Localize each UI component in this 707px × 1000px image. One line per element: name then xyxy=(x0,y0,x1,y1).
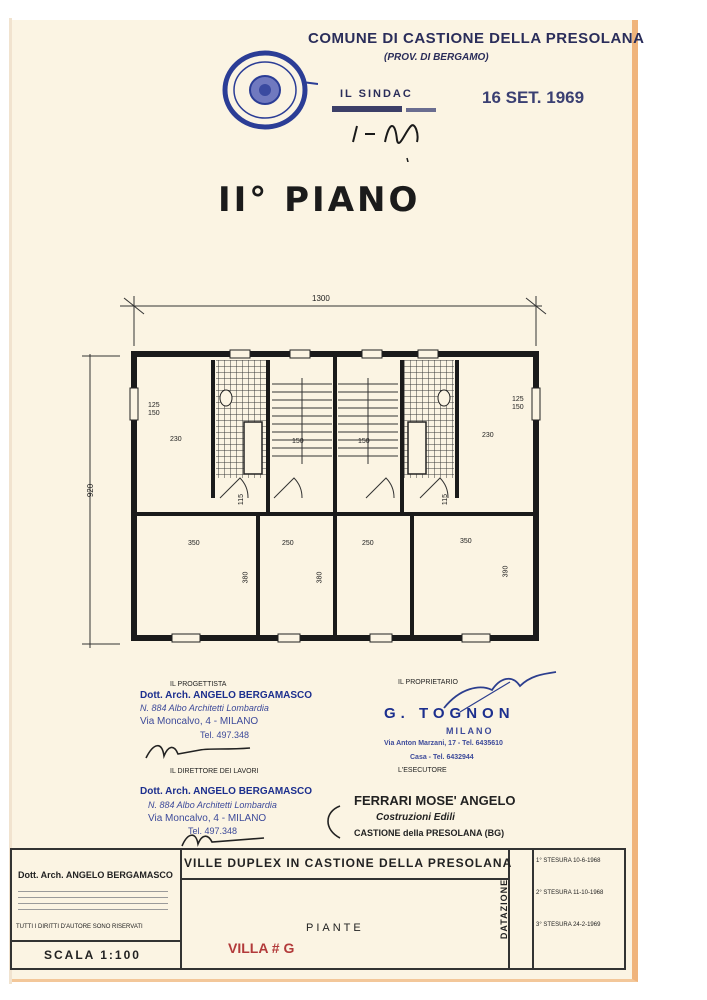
dim-stair-left: 150 xyxy=(292,438,304,445)
designer-reg: N. 884 Albo Architetti Lombardia xyxy=(140,703,269,713)
director-signature xyxy=(181,834,265,847)
executor-bracket xyxy=(327,805,341,839)
dim-upper-right: 230 xyxy=(482,432,494,439)
dim-lower-v1: 380 xyxy=(242,571,250,584)
municipal-seal xyxy=(222,50,318,130)
dim-window-left: 125 xyxy=(148,402,160,409)
right-wc xyxy=(437,389,451,407)
dim-lower-v2: 380 xyxy=(316,571,324,584)
scale-label: SCALA 1:100 xyxy=(44,948,141,962)
floor-plan xyxy=(82,296,547,648)
director-tel: Tel. 497.348 xyxy=(188,826,238,836)
faded-stamp-lines xyxy=(18,886,168,912)
dim-lower-3: 250 xyxy=(362,540,374,547)
dim-window-right: 125 xyxy=(512,396,524,403)
dim-upper-left: 230 xyxy=(170,436,182,443)
designer-address: Via Moncalvo, 4 - MILANO xyxy=(140,716,259,727)
dim-window-left-2: 150 xyxy=(148,410,160,417)
designer-role: IL PROGETTISTA xyxy=(170,681,227,688)
revision-3: 3° STESURA 24-2-1969 xyxy=(536,922,601,928)
mayor-label: IL SINDAC xyxy=(340,88,413,100)
executor-business: Costruzioni Edili xyxy=(376,812,455,823)
owner-role: IL PROPRIETARIO xyxy=(398,679,458,686)
dim-overall-depth: 920 xyxy=(86,483,96,498)
owner-signature xyxy=(443,671,557,713)
dim-stair-right: 150 xyxy=(358,438,370,445)
project-title: VILLE DUPLEX IN CASTIONE DELLA PRESOLANA xyxy=(184,856,513,870)
dim-door-right: 115 xyxy=(442,493,450,506)
dim-window-right-2: 150 xyxy=(512,404,524,411)
owner-home: Casa - Tel. 6432944 xyxy=(410,754,474,761)
revision-1: 1° STESURA 10-6-1968 xyxy=(536,858,601,864)
office-stamp-left: Dott. Arch. ANGELO BERGAMASCO xyxy=(18,870,173,880)
executor-name: FERRARI MOSE' ANGELO xyxy=(354,793,516,808)
province-stamp: (PROV. DI BERGAMO) xyxy=(384,52,489,63)
sheet-shadow xyxy=(9,18,12,984)
director-reg: N. 884 Albo Architetti Lombardia xyxy=(148,800,277,810)
rights-note: TUTTI I DIRITTI D'AUTORE SONO RISERVATI xyxy=(16,924,143,930)
director-name: Dott. Arch. ANGELO BERGAMASCO xyxy=(140,786,313,797)
dim-lower-2: 250 xyxy=(282,540,294,547)
dim-lower-v3: 390 xyxy=(502,565,510,578)
title-block xyxy=(10,848,626,970)
sheet-title: II° PIANO xyxy=(218,180,421,220)
executor-role: L'ESECUTORE xyxy=(398,767,447,774)
director-address: Via Moncalvo, 4 - MILANO xyxy=(148,813,267,824)
windows xyxy=(129,349,541,643)
owner-address: Via Anton Marzani, 17 - Tel. 6435610 xyxy=(384,740,503,747)
stamp-date: 16 SET. 1969 xyxy=(482,88,585,107)
designer-name: Dott. Arch. ANGELO BERGAMASCO xyxy=(140,690,313,701)
left-bathtub xyxy=(243,421,263,475)
drawing-type: PIANTE xyxy=(306,922,364,934)
dating-label: DATAZIONE xyxy=(499,878,510,940)
stairs xyxy=(272,378,398,464)
owner-name: G. TOGNON xyxy=(384,705,515,722)
mayor-signature xyxy=(352,124,419,162)
designer-tel: Tel. 497.348 xyxy=(200,730,250,740)
interior-walls xyxy=(134,354,536,638)
right-bathtub xyxy=(407,421,427,475)
dimension-lines xyxy=(82,296,547,648)
dim-lower-4: 350 xyxy=(460,538,472,545)
door-swings xyxy=(219,477,449,499)
owner-city: MILANO xyxy=(446,726,494,736)
director-role: IL DIRETTORE DEI LAVORI xyxy=(170,768,259,775)
dim-lower-1: 350 xyxy=(188,540,200,547)
revision-2: 2° STESURA 11-10-1968 xyxy=(536,890,604,896)
dim-overall-width: 1300 xyxy=(312,294,330,303)
executor-location: CASTIONE della PRESOLANA (BG) xyxy=(354,828,505,838)
villa-label: VILLA # G xyxy=(228,940,295,956)
dim-door-left: 115 xyxy=(238,493,246,506)
redacted-stamp-line xyxy=(332,106,402,112)
left-wc xyxy=(219,389,233,407)
municipality-stamp: COMUNE DI CASTIONE DELLA PRESOLANA xyxy=(308,30,645,47)
designer-signature xyxy=(145,744,251,760)
redacted-stamp-line-2 xyxy=(406,108,436,112)
